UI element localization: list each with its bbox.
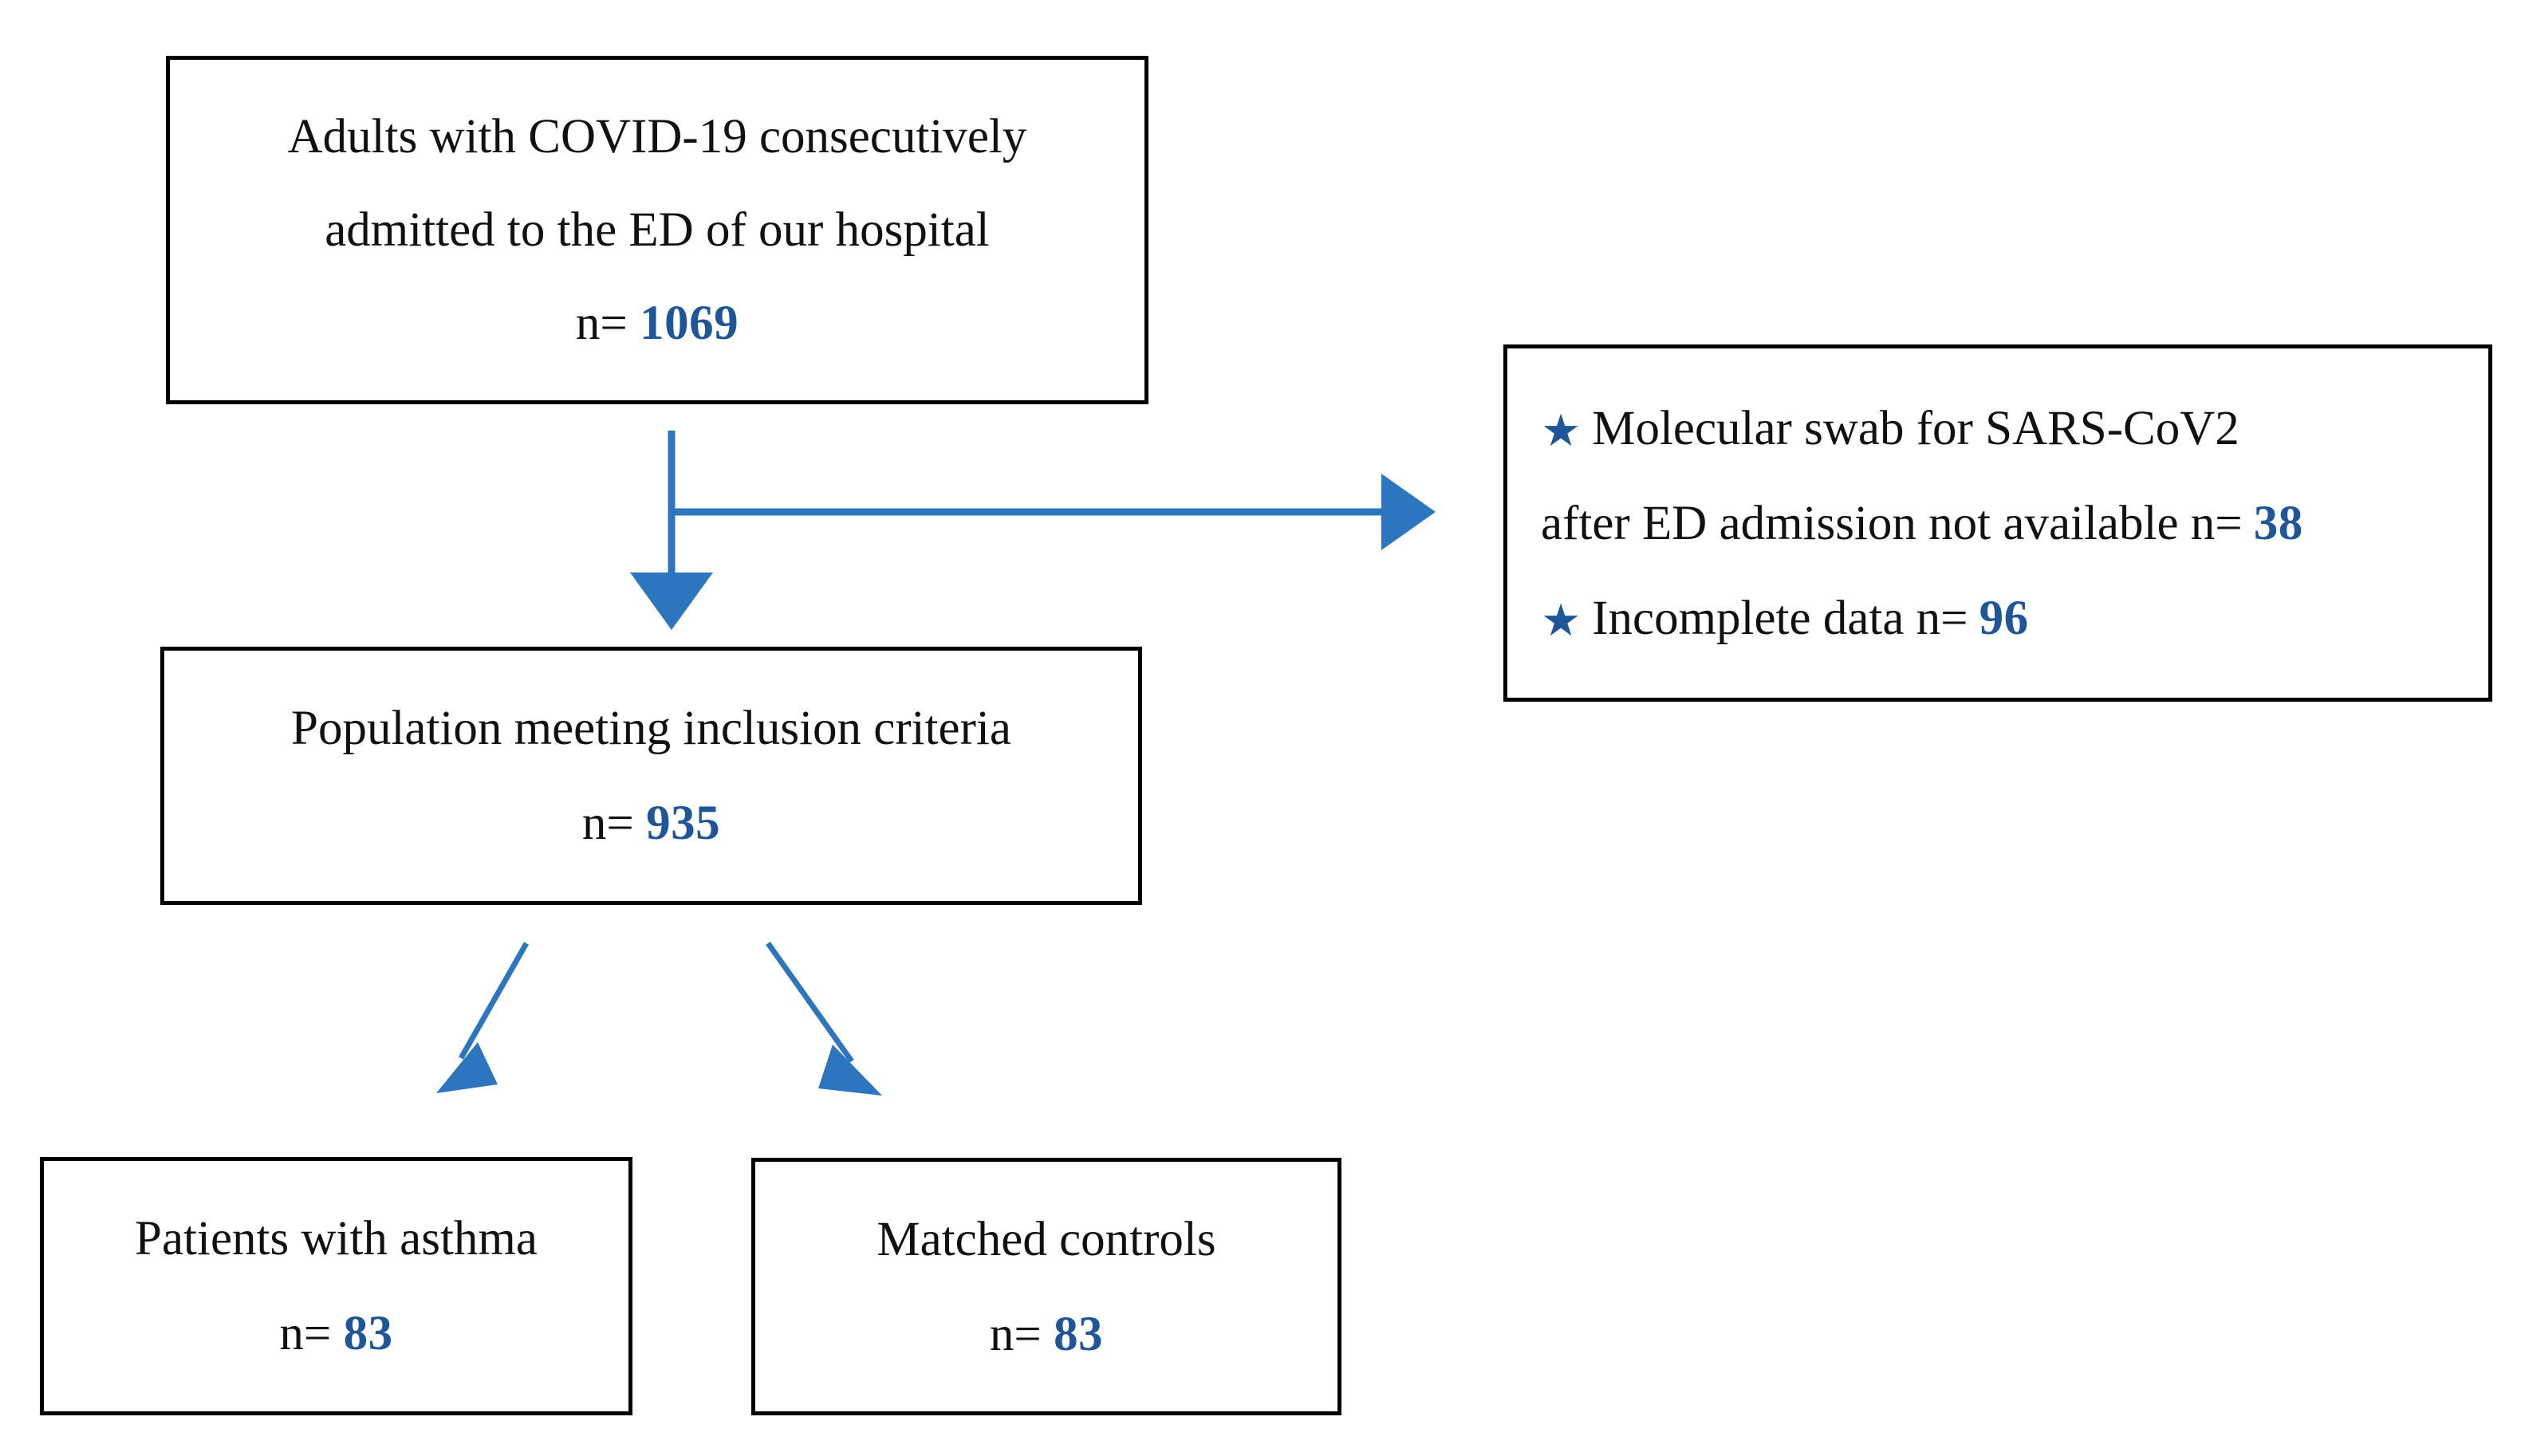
asthma-count-value: 83 xyxy=(343,1307,393,1360)
controls-line-1: Matched controls xyxy=(876,1212,1216,1266)
exclusion-item-1-count: 38 xyxy=(2253,496,2303,550)
controls-count-label: n= xyxy=(989,1307,1042,1361)
box-enrolled-population: Adults with COVID-19 consecutively admit… xyxy=(166,56,1148,404)
box-included-population: Population meeting inclusion criteria n=… xyxy=(160,647,1142,905)
included-line-1: Population meeting inclusion criteria xyxy=(291,702,1011,755)
included-count: n= 935 xyxy=(582,799,720,848)
box-exclusions: ★ Molecular swab for SARS-CoV2 after ED … xyxy=(1503,344,2492,702)
exclusion-item-2-count: 96 xyxy=(1979,591,2029,645)
controls-count: n= 83 xyxy=(990,1310,1103,1359)
arrow-included-to-asthma xyxy=(436,942,530,1093)
enrolled-line-2: admitted to the ED of our hospital xyxy=(325,203,990,257)
arrow-enrolled-to-included xyxy=(630,431,713,630)
exclusion-item-1-line-1: ★ Molecular swab for SARS-CoV2 xyxy=(1541,401,2239,456)
star-icon: ★ xyxy=(1541,406,1582,456)
included-count-label: n= xyxy=(581,797,634,850)
exclusion-item-1-text-cont: after ED admission not available n= xyxy=(1541,496,2243,550)
exclusion-item-2-line-1: ★ Incomplete data n= 96 xyxy=(1541,594,2029,643)
star-icon: ★ xyxy=(1541,596,1582,646)
asthma-line-1: Patients with asthma xyxy=(135,1212,538,1265)
asthma-count-label: n= xyxy=(279,1307,332,1360)
enrolled-count: n= 1069 xyxy=(576,299,739,348)
enrolled-line-1: Adults with COVID-19 consecutively xyxy=(287,110,1027,163)
exclusion-item-1-text: Molecular swab for SARS-CoV2 xyxy=(1592,401,2239,455)
controls-count-value: 83 xyxy=(1054,1307,1104,1361)
arrow-enrolled-to-exclusions xyxy=(672,474,1436,550)
enrolled-count-label: n= xyxy=(575,297,628,350)
exclusion-item-2-text: Incomplete data n= xyxy=(1592,591,1968,645)
arrow-included-to-controls xyxy=(766,941,882,1096)
box-matched-controls: Matched controls n= 83 xyxy=(751,1158,1341,1415)
exclusion-item-1-line-2: after ED admission not available n= 38 xyxy=(1541,499,2303,548)
asthma-count: n= 83 xyxy=(279,1309,392,1358)
included-count-value: 935 xyxy=(646,797,721,850)
enrolled-count-value: 1069 xyxy=(640,297,739,350)
box-asthma-patients: Patients with asthma n= 83 xyxy=(40,1157,632,1415)
